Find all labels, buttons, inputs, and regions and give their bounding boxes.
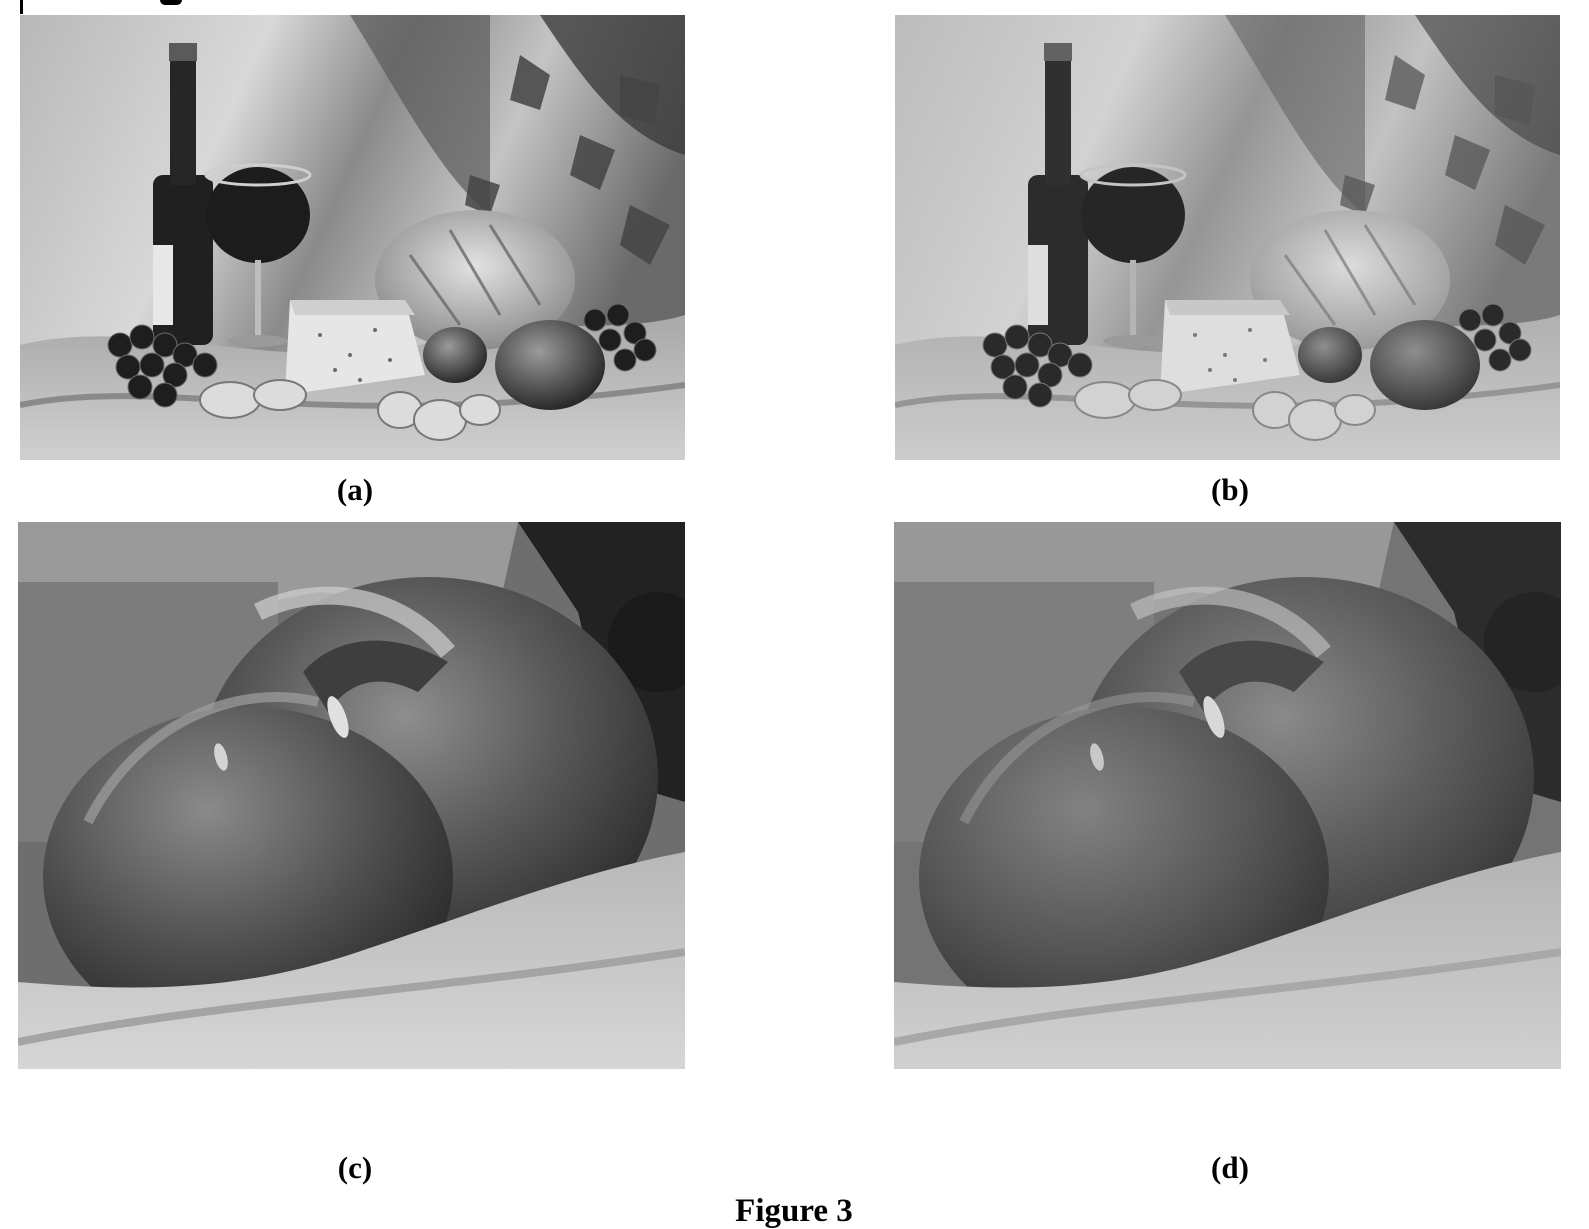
figure-panel-d-onion-closeup-smoothed-image	[894, 522, 1561, 1069]
figure-panel-b-still-life-smoothed-image	[895, 15, 1560, 460]
figure-panel-a-still-life-image	[20, 15, 685, 460]
previous-page-text-fragment	[160, 0, 182, 5]
panel-label-b: (b)	[1211, 472, 1249, 507]
panel-label-c: (c)	[337, 1150, 373, 1185]
panel-label-d: (d)	[1211, 1150, 1249, 1185]
figure-caption: Figure 3	[735, 1193, 853, 1229]
figure-panel-c-onion-closeup-image	[18, 522, 685, 1069]
panel-label-a: (a)	[336, 472, 374, 507]
crop-mark	[20, 0, 23, 14]
